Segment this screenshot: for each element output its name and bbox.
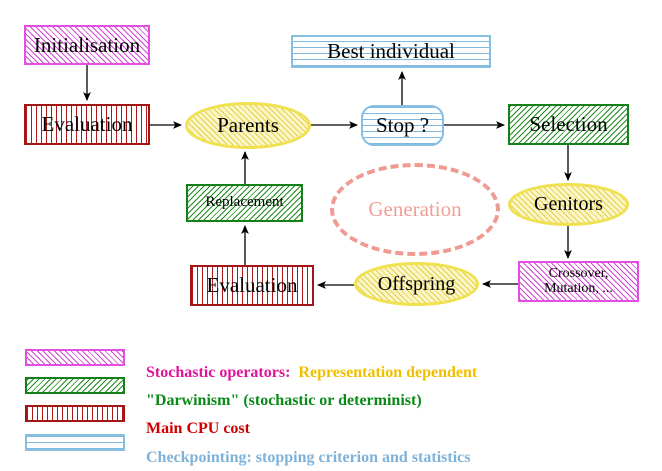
node-evaluation-bottom-label: Evaluation: [206, 273, 298, 298]
legend-text-cpu: Main CPU cost: [122, 402, 250, 456]
node-crossover-mutation-label: Crossover, Mutation, ...: [544, 265, 613, 296]
node-evaluation-top[interactable]: Evaluation: [24, 104, 150, 145]
node-stop[interactable]: Stop ?: [361, 105, 444, 146]
legend-text-checkpointing: Checkpointing: stopping criterion and st…: [122, 431, 470, 471]
node-replacement[interactable]: Replacement: [186, 184, 303, 222]
legend-text-stochastic-main: Stochastic operators:: [146, 364, 291, 381]
legend-row-cpu: Main CPU cost: [0, 405, 662, 437]
legend-row-checkpointing: Checkpointing: stopping criterion and st…: [0, 434, 662, 466]
node-replacement-label: Replacement: [205, 194, 284, 211]
node-selection[interactable]: Selection: [508, 104, 629, 145]
node-parents[interactable]: Parents: [185, 102, 311, 149]
node-genitors[interactable]: Genitors: [508, 183, 629, 226]
node-initialisation-label: Initialisation: [33, 32, 141, 57]
legend-row-stochastic: Stochastic operators: Representation dep…: [0, 349, 662, 381]
legend-text-checkpointing-main: Checkpointing: stopping criterion and st…: [146, 449, 471, 466]
node-crossover-mutation[interactable]: Crossover, Mutation, ...: [518, 261, 639, 302]
node-selection-label: Selection: [529, 112, 608, 137]
legend-row-darwinism: "Darwinism" (stochastic or determinist): [0, 377, 662, 409]
node-best-individual-label: Best individual: [327, 39, 455, 64]
legend-text-darwinism: "Darwinism" (stochastic or determinist): [122, 374, 422, 428]
node-stop-label: Stop ?: [375, 113, 430, 138]
node-generation-boundary: Generation: [330, 163, 500, 256]
legend-swatch-darwinism: [25, 377, 125, 394]
legend-text-stochastic: Stochastic operators: Representation dep…: [122, 346, 477, 400]
node-parents-label: Parents: [217, 113, 279, 138]
legend-text-stochastic-extra: Representation dependent: [290, 364, 478, 381]
legend-swatch-stochastic: [25, 349, 125, 366]
legend-text-cpu-main: Main CPU cost: [146, 420, 250, 437]
node-best-individual[interactable]: Best individual: [291, 35, 491, 68]
legend-swatch-cpu: [25, 405, 125, 422]
node-offspring-label: Offspring: [377, 272, 456, 295]
node-generation-label: Generation: [368, 197, 462, 221]
legend-text-darwinism-main: "Darwinism" (stochastic or determinist): [146, 392, 422, 409]
node-offspring[interactable]: Offspring: [354, 262, 479, 306]
node-initialisation[interactable]: Initialisation: [24, 25, 150, 65]
legend-swatch-checkpointing: [25, 434, 125, 451]
node-evaluation-top-label: Evaluation: [41, 112, 133, 137]
node-evaluation-bottom[interactable]: Evaluation: [190, 265, 314, 306]
node-genitors-label: Genitors: [534, 193, 603, 215]
